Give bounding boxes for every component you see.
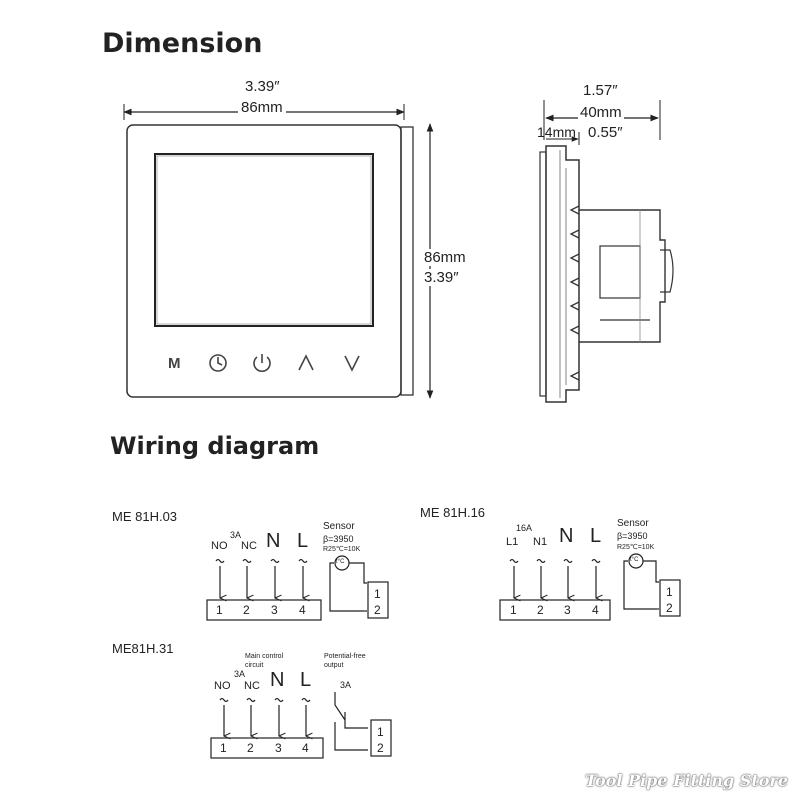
thermostat-back-plate <box>400 126 414 396</box>
terminal-number: 4 <box>592 603 599 617</box>
wiring-diagram-me81h16 <box>499 553 681 621</box>
terminal-number: 2 <box>243 603 250 617</box>
front-height-mm-label: 86mm <box>424 249 466 266</box>
sensor-symbol: t°C <box>336 559 345 565</box>
terminal-number: 2 <box>537 603 544 617</box>
power-icon <box>253 354 271 372</box>
sensor-terminal-number: 1 <box>374 587 381 601</box>
terminal-number: 4 <box>302 741 309 755</box>
sensor-terminal-number: 1 <box>666 585 673 599</box>
potential-free-label: Potential-free <box>324 653 366 660</box>
terminal-number: 4 <box>299 603 306 617</box>
sensor-beta: β=3950 <box>323 534 354 544</box>
wiring-diagram-me81h03 <box>206 555 389 621</box>
terminal-top-label: N <box>559 525 574 547</box>
terminal-top-label: NO <box>211 540 228 552</box>
terminal-top-label: L <box>297 530 309 552</box>
current-label: 3A <box>230 530 242 540</box>
terminal-top-label: N1 <box>533 536 548 548</box>
side-depth-mm-label: 40mm <box>578 104 624 121</box>
terminal-block <box>210 737 324 759</box>
terminal-number: 1 <box>220 741 227 755</box>
sensor-terminal-number: 2 <box>374 603 381 617</box>
clock-icon <box>209 354 227 372</box>
terminal-number: 1 <box>216 603 223 617</box>
model-label-me81h31: ME81H.31 <box>112 641 174 656</box>
side-depth-inch-label: 1.57″ <box>583 82 618 99</box>
model-label-me81h16: ME 81H.16 <box>420 505 486 520</box>
terminal-top-label: L <box>590 525 602 547</box>
wiring-diagram-me81h31 <box>210 692 392 759</box>
sensor-resistance: R25℃=10K <box>617 544 655 551</box>
sensor-symbol: t°C <box>630 557 639 563</box>
terminal-number: 3 <box>271 603 278 617</box>
side-front-inch-label: 0.55″ <box>588 124 623 141</box>
terminal-number: 3 <box>275 741 282 755</box>
sensor-terminal-block <box>659 579 681 617</box>
terminal-number: 3 <box>564 603 571 617</box>
up-icon <box>298 354 314 371</box>
terminal-block <box>499 599 611 621</box>
front-height-inch-label: 3.39″ <box>424 269 459 286</box>
current-label: 16A <box>516 523 533 533</box>
front-width-inch-label: 3.39″ <box>245 78 280 95</box>
store-watermark: Tool Pipe Fitting Store <box>584 771 788 790</box>
terminal-number: 2 <box>247 741 254 755</box>
terminal-top-label: N <box>270 669 285 691</box>
model-label-me81h03: ME 81H.03 <box>112 509 178 524</box>
potential-free-label: output <box>324 662 344 669</box>
terminal-block <box>206 599 322 621</box>
sensor-title: Sensor <box>323 521 355 532</box>
mode-button-glyph: M <box>168 355 181 372</box>
dimension-title: Dimension <box>102 28 263 59</box>
sensor-title: Sensor <box>617 518 649 529</box>
thermostat-screen <box>154 153 374 327</box>
main-control-label: Main control <box>245 653 284 660</box>
down-icon <box>344 355 360 372</box>
terminal-top-label: L <box>300 669 312 691</box>
sensor-terminal-block <box>367 581 389 619</box>
terminal-top-label: N <box>266 530 281 552</box>
potential-free-current: 3A <box>340 680 352 690</box>
terminal-top-label: L1 <box>506 536 519 548</box>
side-front-mm-label: 14mm <box>537 124 576 140</box>
terminal-number: 1 <box>510 603 517 617</box>
main-control-label: circuit <box>245 662 264 669</box>
terminal-top-label: NO <box>214 680 231 692</box>
front-width-mm-label: 86mm <box>238 99 286 116</box>
sensor-resistance: R25℃=10K <box>323 546 361 553</box>
output-terminal-number: 2 <box>377 741 384 755</box>
terminal-top-label: NC <box>244 680 260 692</box>
side-view <box>539 100 674 403</box>
sensor-terminal-number: 2 <box>666 601 673 615</box>
sensor-beta: β=3950 <box>617 531 648 541</box>
output-terminal-number: 1 <box>377 725 384 739</box>
wiring-diagram-title: Wiring diagram <box>110 432 320 460</box>
terminal-top-label: NC <box>241 540 257 552</box>
current-label: 3A <box>234 669 246 679</box>
output-terminal-block <box>370 719 392 757</box>
